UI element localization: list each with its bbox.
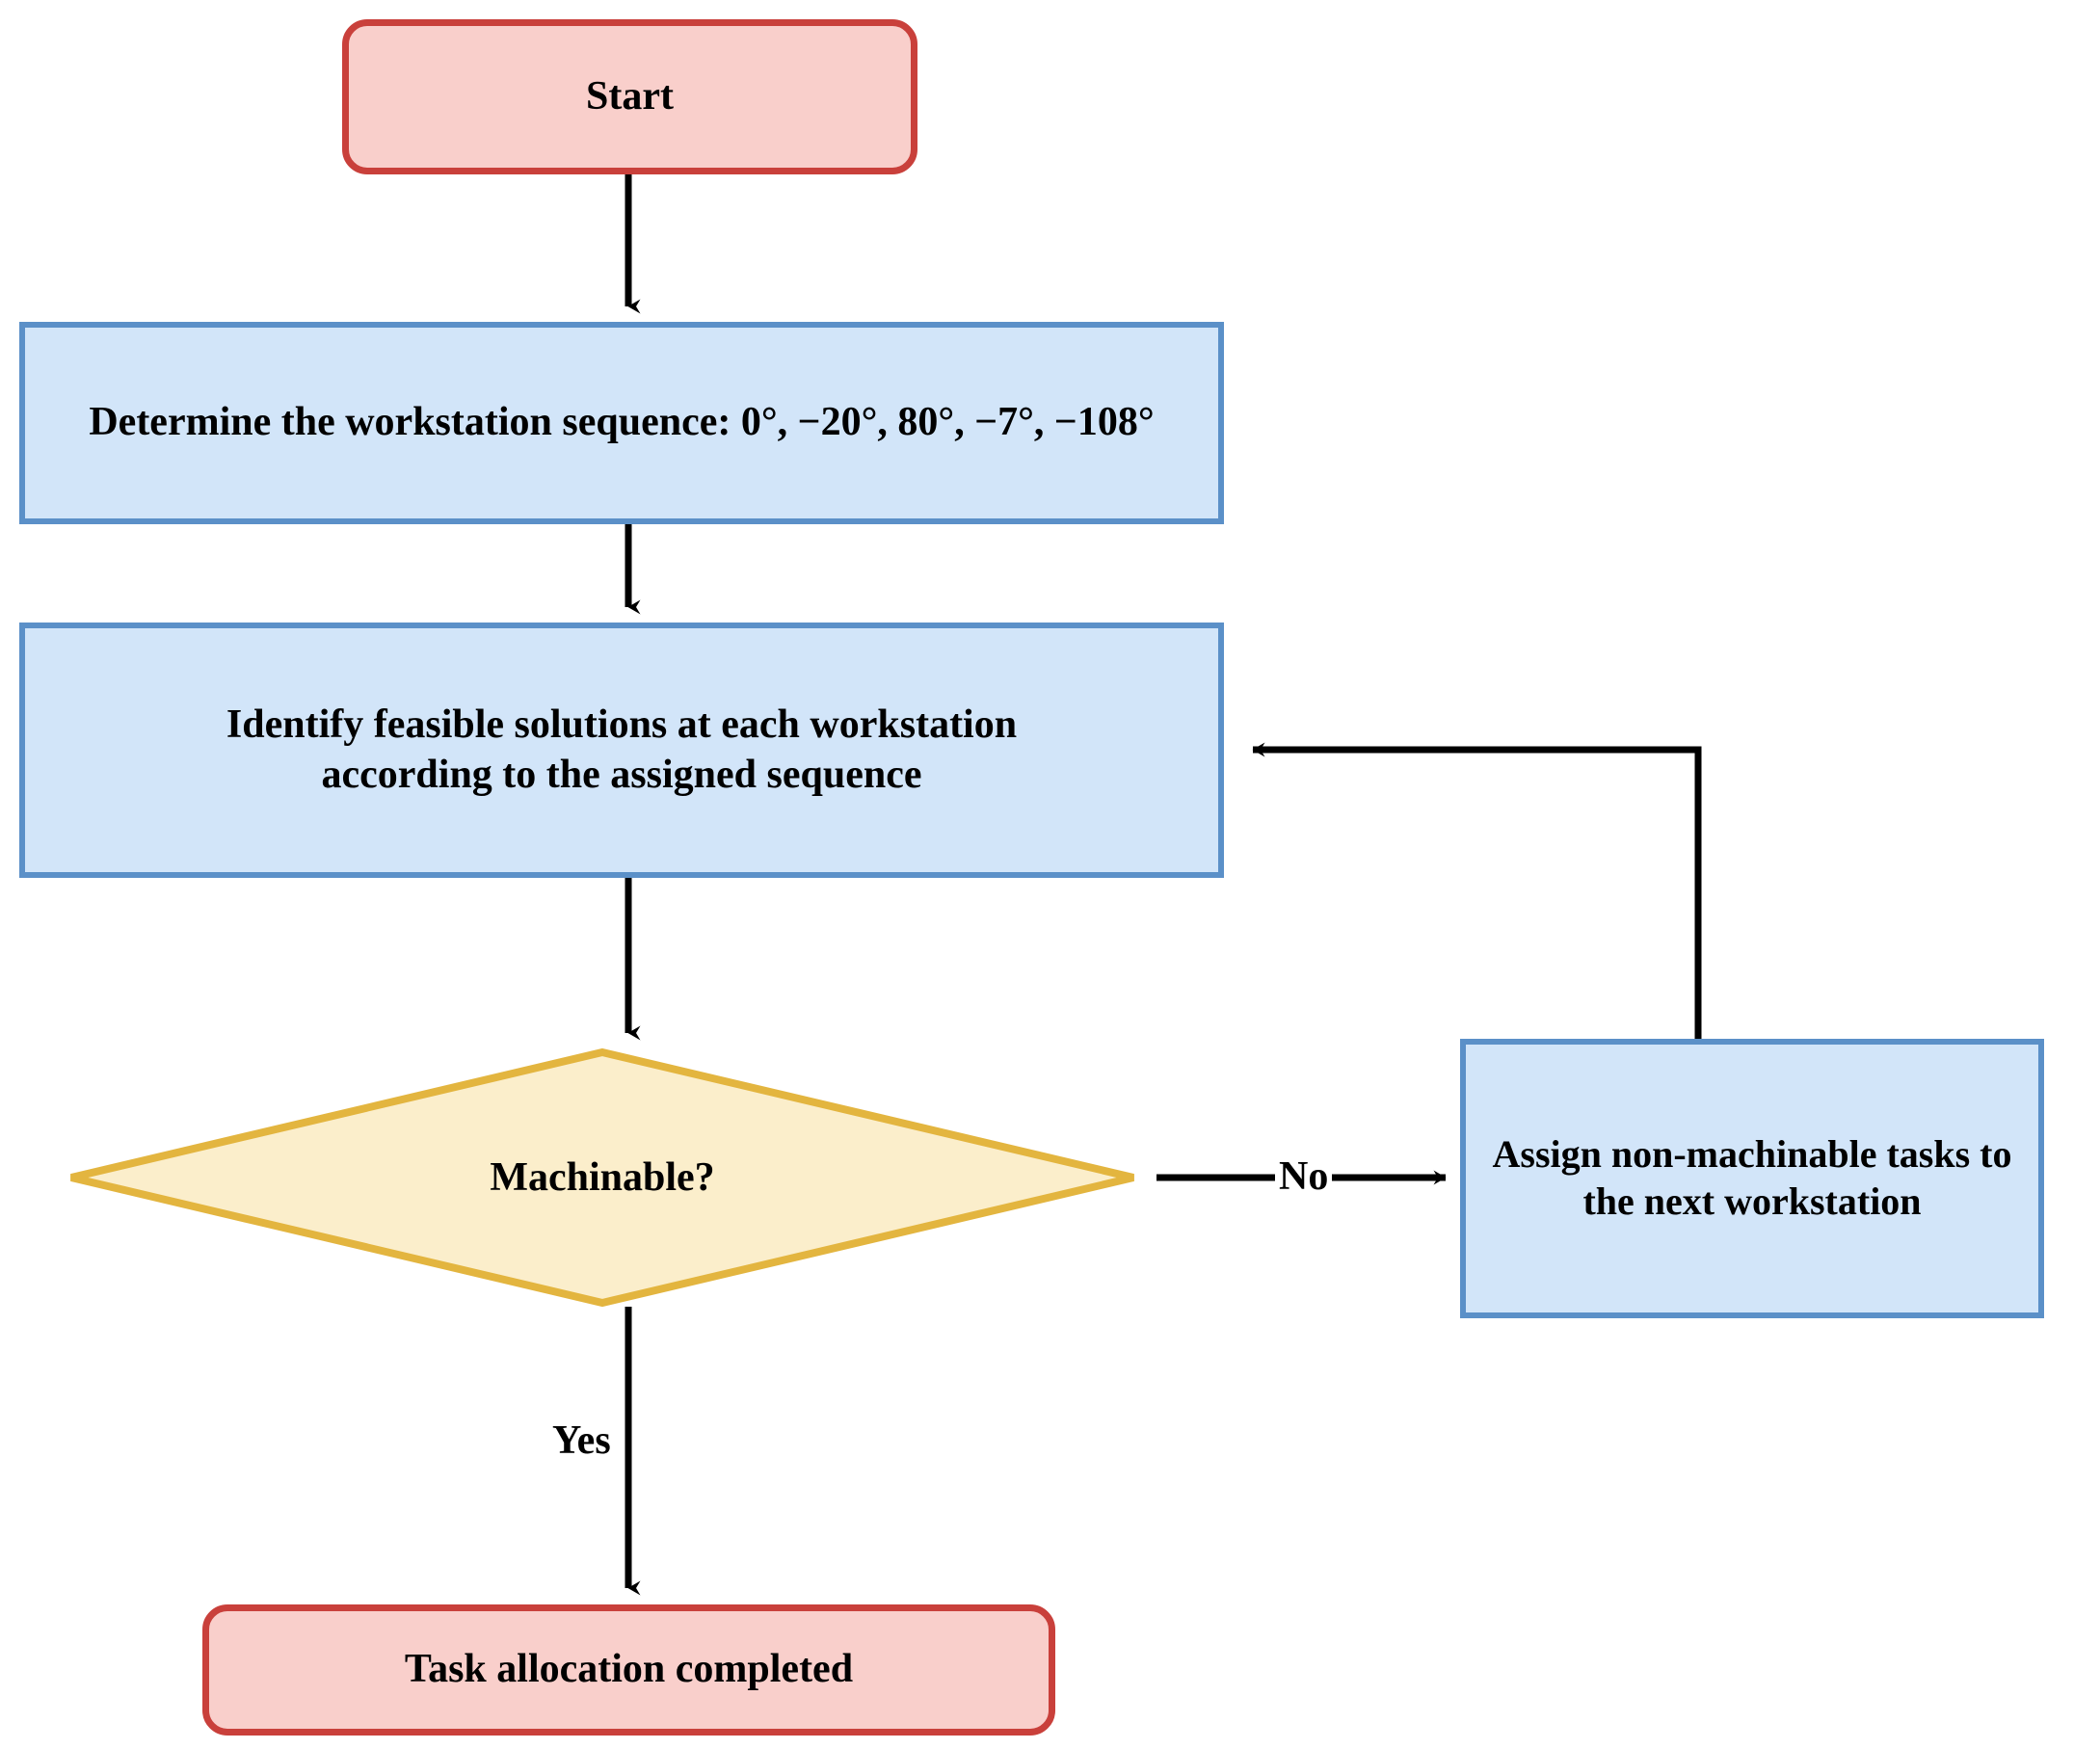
edge-label-no: No	[1275, 1154, 1333, 1199]
edge-label-yes: Yes	[548, 1418, 615, 1463]
node-assign-next-workstation-label: Assign non-machinable tasks to the next …	[1492, 1132, 2012, 1223]
node-task-allocation-completed-label: Task allocation completed	[404, 1647, 854, 1692]
node-start-label: Start	[586, 73, 674, 119]
node-determine-sequence-label: Determine the workstation sequence: 0°, …	[89, 400, 1155, 445]
node-task-allocation-completed[interactable]: Task allocation completed	[202, 1604, 1055, 1736]
node-identify-solutions[interactable]: Identify feasible solutions at each work…	[19, 623, 1224, 878]
decision-diamond-shape	[70, 1047, 1134, 1308]
node-start[interactable]: Start	[342, 19, 917, 174]
edge-assign-feedback-to-identify	[1252, 742, 1702, 1039]
node-identify-solutions-label: Identify feasible solutions at each work…	[226, 702, 1018, 797]
node-determine-sequence[interactable]: Determine the workstation sequence: 0°, …	[19, 322, 1224, 524]
node-machinable-decision[interactable]: Machinable?	[67, 1047, 1137, 1308]
node-assign-next-workstation[interactable]: Assign non-machinable tasks to the next …	[1460, 1039, 2044, 1318]
